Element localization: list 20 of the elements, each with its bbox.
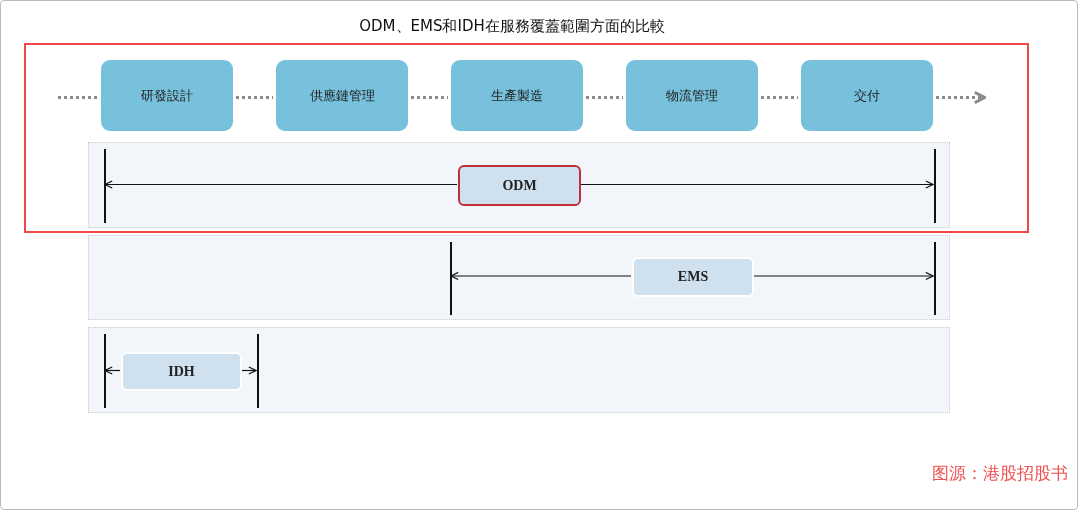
span-arrow <box>104 180 458 189</box>
process-box: 生產製造 <box>451 60 583 131</box>
span-arrow <box>450 271 632 281</box>
process-box: 物流管理 <box>626 60 758 131</box>
band-background <box>88 327 950 413</box>
process-box: 研發設計 <box>101 60 233 131</box>
diagram-title: ODM、EMS和IDH在服務覆蓋範圍方面的比較 <box>358 17 666 36</box>
span-arrow <box>579 180 934 189</box>
scope-label: ODM <box>458 165 581 206</box>
span-arrow <box>752 271 934 281</box>
source-note: 图源：港股招股书 <box>932 462 1068 485</box>
band-background <box>88 235 950 320</box>
band-background <box>88 142 950 228</box>
dotted-arrow <box>936 90 987 105</box>
span-arrow <box>240 366 257 375</box>
process-box: 供應鏈管理 <box>276 60 408 131</box>
process-box: 交付 <box>801 60 933 131</box>
scope-label: IDH <box>121 352 242 391</box>
span-arrow <box>104 366 121 375</box>
scope-label: EMS <box>632 257 754 297</box>
